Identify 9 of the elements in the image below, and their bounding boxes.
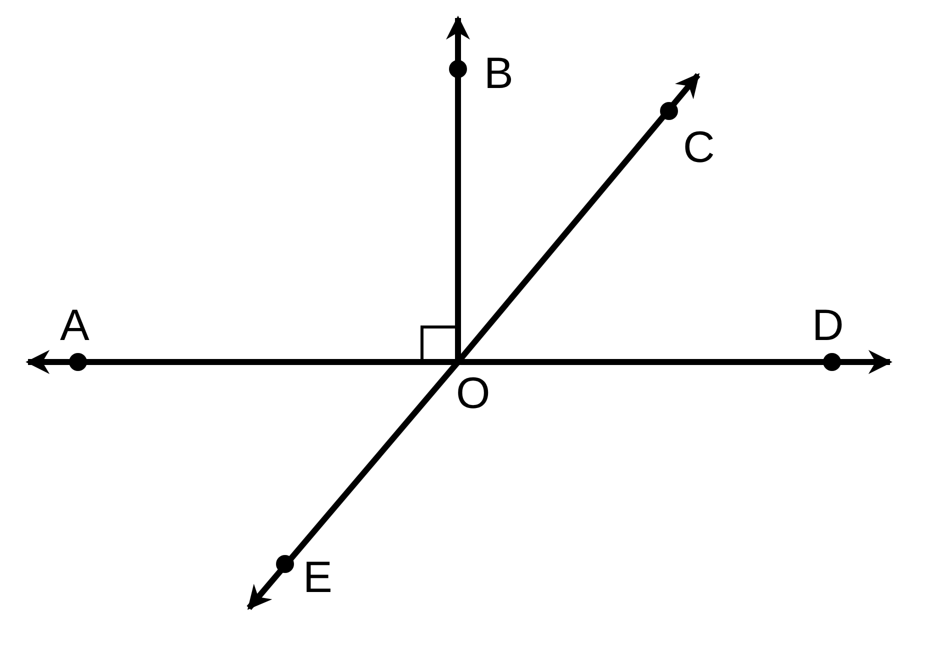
point-label: E (303, 556, 332, 600)
point-label: O (456, 372, 490, 416)
point-label: D (812, 304, 844, 348)
ray-arrow (446, 16, 470, 362)
point-label: A (60, 304, 90, 348)
ray-arrow (26, 350, 458, 374)
ray-arrow (458, 350, 892, 374)
point-label: C (683, 126, 715, 170)
point-label: B (484, 52, 514, 96)
